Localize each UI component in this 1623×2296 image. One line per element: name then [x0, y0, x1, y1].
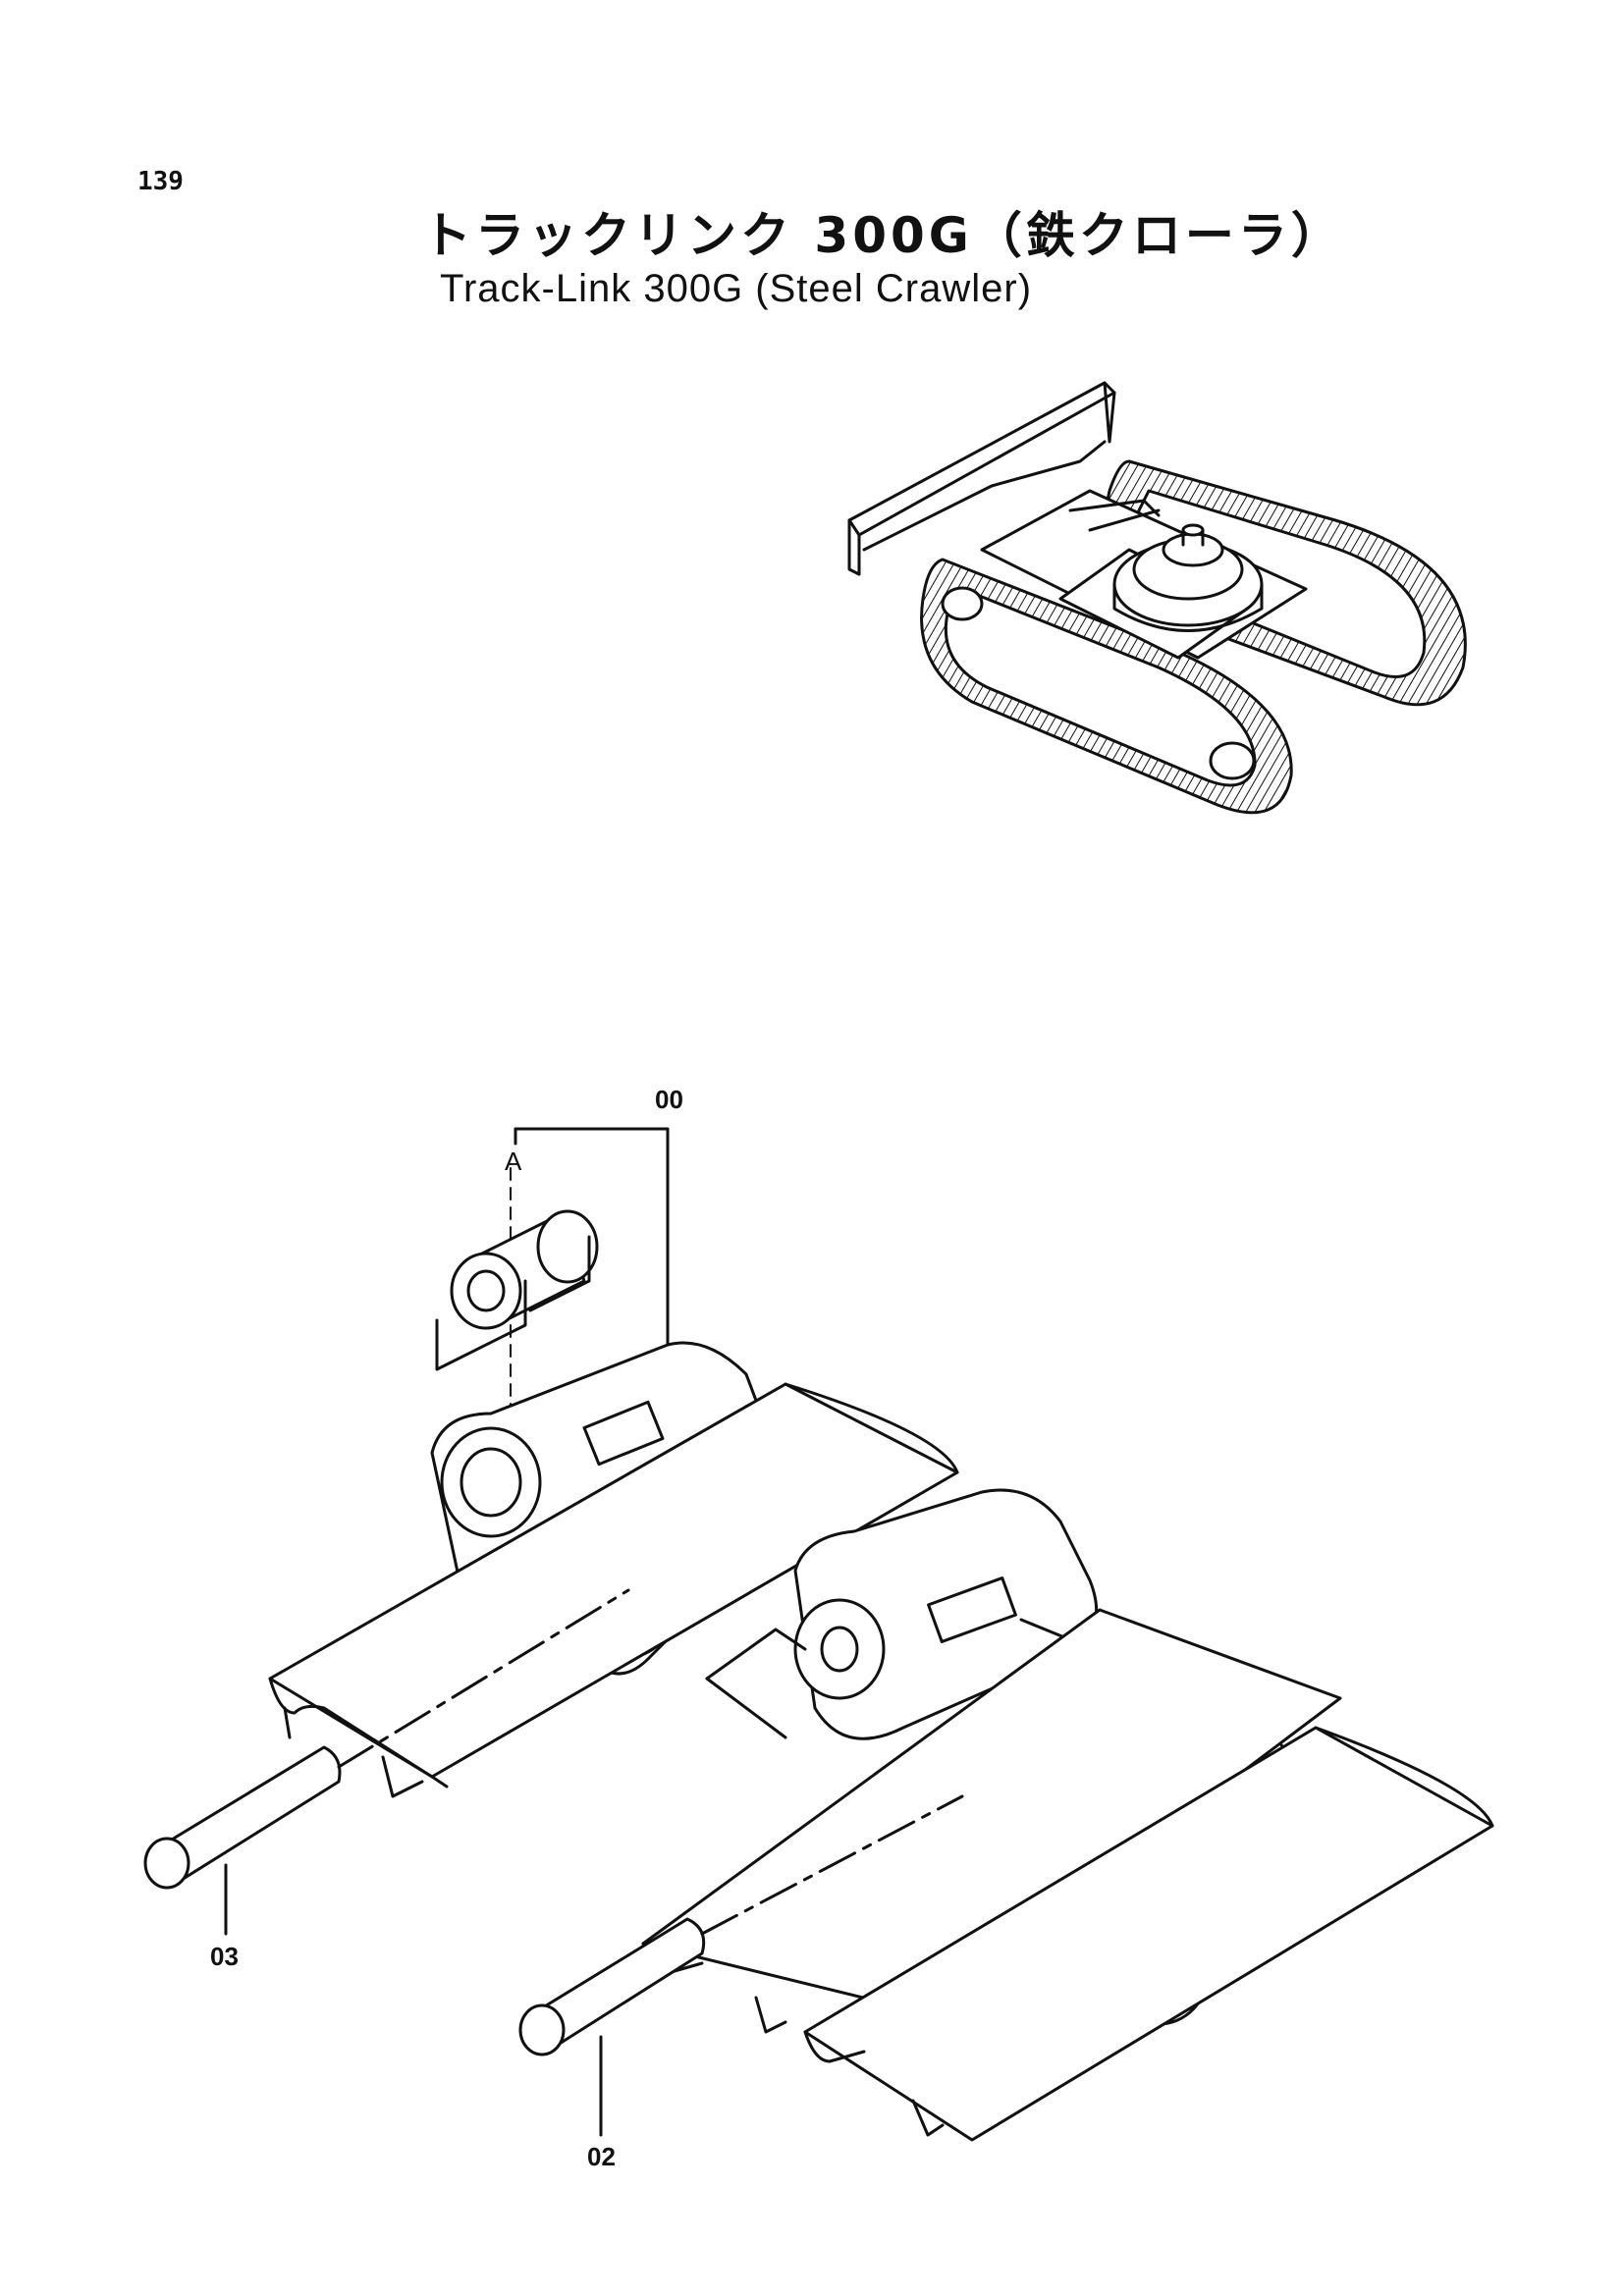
track-shoe-3	[803, 1726, 1494, 2142]
callout-label-02: 02	[587, 2142, 616, 2171]
link-assembly-exploded	[143, 1127, 1494, 2142]
undercarriage-overview	[847, 381, 1467, 815]
dozer-blade	[847, 381, 1116, 576]
callout-label-00: 00	[655, 1085, 683, 1114]
title-japanese: トラックリンク 300G（鉄クローラ）	[422, 207, 1344, 264]
callout-label-03: 03	[210, 1942, 239, 1971]
page-number: 139	[137, 167, 184, 196]
callout-label-a: A	[505, 1147, 522, 1176]
track-pin-03	[143, 1588, 630, 1936]
swing-ring	[1112, 523, 1264, 632]
bushing	[435, 1209, 599, 1371]
track-shoe-1	[268, 1382, 959, 1798]
track-left	[920, 558, 1293, 815]
track-pin-02	[518, 1794, 964, 2137]
title-english: Track-Link 300G (Steel Crawler)	[440, 267, 1033, 310]
callout-leader-00	[514, 1127, 670, 1406]
